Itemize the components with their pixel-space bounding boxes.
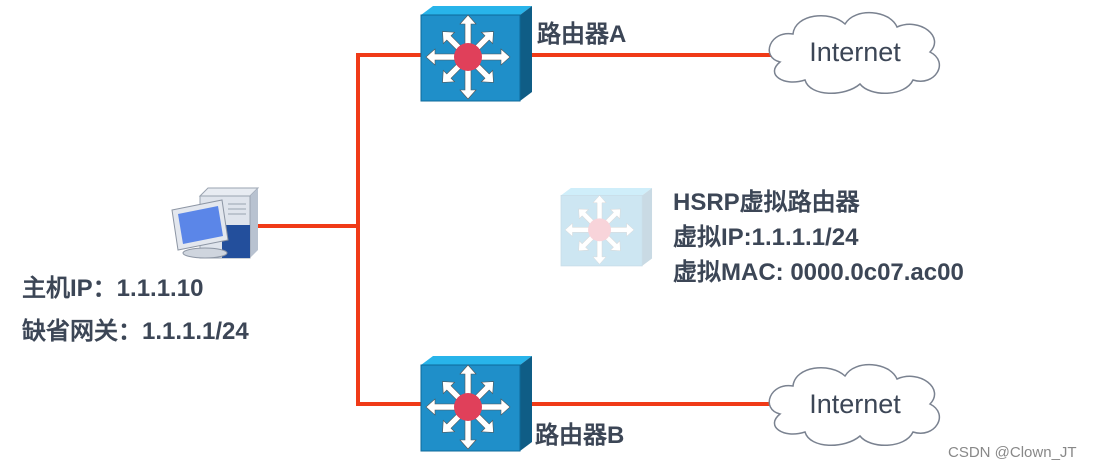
host-gateway-label: 缺省网关：1.1.1.1/24 <box>22 317 249 345</box>
arrow-icon <box>578 208 602 232</box>
router-a-label: 路由器A <box>537 20 626 48</box>
arrow-shape <box>592 229 607 265</box>
virtual-router-title: HSRP虚拟路由器 <box>673 188 861 216</box>
router-side-face <box>520 6 532 101</box>
virtual-ip-label: 虚拟IP:1.1.1.1/24 <box>673 224 859 251</box>
link-routers <box>356 53 421 406</box>
router-front-face <box>560 194 643 267</box>
arrow-icon <box>592 195 607 231</box>
router-top-face <box>561 188 653 196</box>
internet-cloud-a: Internet <box>768 11 941 95</box>
host-computer-icon <box>171 187 260 259</box>
arrow-shape <box>597 227 621 251</box>
virtual-mac-label: 虚拟MAC: 0000.0c07.ac00 <box>673 259 964 286</box>
router-center-dot <box>454 43 482 71</box>
router-center-dot <box>454 393 482 421</box>
arrow-shape <box>597 208 621 232</box>
arrow-icon <box>597 208 621 232</box>
router-side-face <box>642 188 653 266</box>
arrow-shape <box>592 195 607 231</box>
router-side-face <box>520 356 532 451</box>
arrow-shape <box>578 208 602 232</box>
router-top-face <box>421 6 532 15</box>
router-b-icon[interactable] <box>420 356 532 452</box>
host-ip-label: 主机IP：1.1.1.10 <box>22 275 203 302</box>
router-a-icon[interactable] <box>420 6 532 102</box>
virtual-router-icon <box>560 188 653 267</box>
arrow-shape <box>564 222 600 237</box>
arrow-shape <box>578 227 602 251</box>
arrow-icon <box>599 222 635 237</box>
internet-a-label: Internet <box>809 37 901 67</box>
internet-cloud-b: Internet <box>768 363 941 447</box>
links <box>255 53 775 406</box>
arrow-icon <box>597 227 621 251</box>
router-top-face <box>421 356 532 365</box>
router-b-label: 路由器B <box>535 421 624 449</box>
watermark: CSDN @Clown_JT <box>948 444 1077 461</box>
arrow-icon <box>592 229 607 265</box>
arrow-icon <box>578 227 602 251</box>
internet-b-label: Internet <box>809 389 901 419</box>
arrow-shape <box>599 222 635 237</box>
router-center-dot <box>588 218 612 242</box>
arrow-icon <box>564 222 600 237</box>
